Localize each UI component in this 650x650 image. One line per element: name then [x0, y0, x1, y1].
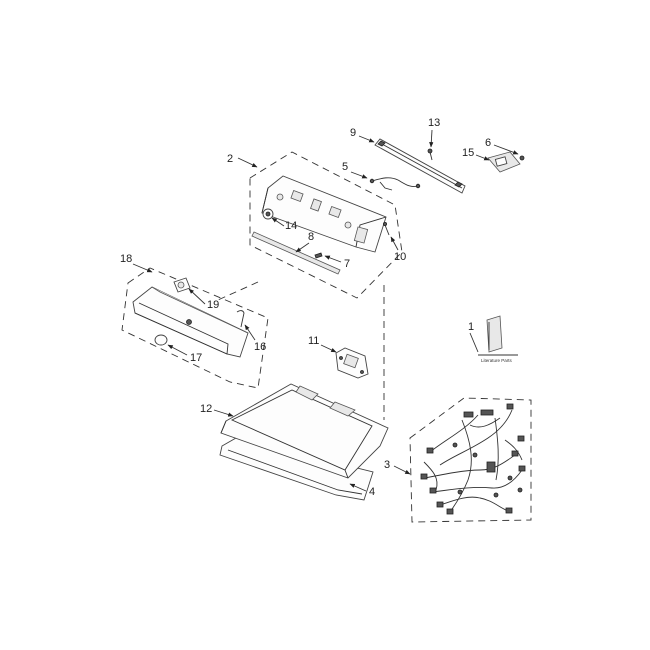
callout-5: 5 — [342, 161, 348, 173]
callout-6: 6 — [485, 137, 491, 149]
hinge-bar-group: 9 13 — [350, 117, 466, 194]
knob-17-part — [154, 334, 168, 346]
top-panel-group: 12 4 — [200, 383, 389, 501]
console-trim-strip — [251, 231, 341, 275]
literature-booklet — [486, 315, 503, 353]
callout-10: 10 — [394, 251, 406, 263]
literature-group: Literature Parts 1 — [468, 315, 518, 363]
hinge-bar-part — [374, 138, 466, 194]
console-assembly-group: 2 5 14 8 7 10 — [227, 151, 421, 299]
wire-part — [371, 177, 419, 187]
console-panel — [261, 175, 387, 253]
callout-16: 16 — [254, 341, 266, 353]
callout-19: 19 — [207, 299, 219, 311]
callout-18: 18 — [120, 253, 132, 265]
callout-7: 7 — [344, 258, 350, 270]
control-panel-group: 18 19 16 17 — [120, 253, 269, 389]
wire-harness-group: 3 — [384, 397, 532, 523]
callout-14: 14 — [285, 220, 297, 232]
callout-11: 11 — [308, 335, 319, 347]
callout-4: 4 — [369, 486, 375, 498]
callout-1: 1 — [468, 321, 474, 333]
callout-17: 17 — [190, 352, 202, 364]
literature-label: Literature Parts — [481, 358, 513, 363]
callout-12: 12 — [200, 403, 212, 415]
callout-3: 3 — [384, 459, 390, 471]
callout-13: 13 — [428, 117, 440, 129]
callout-8: 8 — [308, 231, 314, 243]
wire-harness-part — [420, 403, 526, 515]
switch-group: 11 — [308, 335, 369, 379]
callout-2: 2 — [227, 153, 233, 165]
callout-15: 15 — [462, 147, 474, 159]
bracket-group: 6 15 — [462, 137, 525, 173]
callout-9: 9 — [350, 127, 356, 139]
